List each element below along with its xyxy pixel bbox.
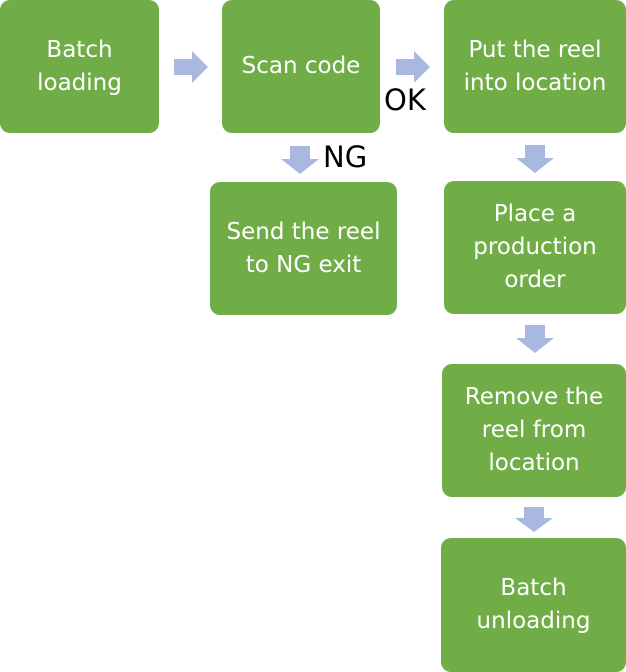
node-place-production-order: Place a production order (444, 181, 626, 314)
arrow-down-icon (516, 325, 554, 353)
arrow-right-icon (396, 51, 430, 83)
node-batch-unloading: Batch unloading (441, 538, 626, 672)
node-label: Remove the reel from location (464, 384, 604, 476)
arrow-right-icon (174, 51, 208, 83)
node-put-reel-into-location: Put the reel into location (444, 0, 626, 133)
node-scan-code: Scan code (222, 0, 380, 133)
arrow-down-icon (281, 146, 319, 174)
node-label: Batch unloading (476, 575, 591, 634)
node-label: Scan code (241, 53, 361, 79)
node-label: Batch loading (37, 36, 122, 96)
edge-label-ng: NG (323, 140, 368, 174)
node-batch-loading: Batch loading (0, 0, 159, 133)
node-label: Place a production order (473, 201, 597, 293)
edge-label-ok: OK (384, 83, 426, 117)
node-label: Send the reel to NG exit (226, 218, 381, 278)
node-send-reel-to-ng-exit: Send the reel to NG exit (210, 182, 397, 315)
arrow-down-icon (516, 145, 554, 173)
arrow-down-icon (515, 507, 553, 532)
node-remove-reel-from-location: Remove the reel from location (442, 364, 626, 497)
node-label: Put the reel into location (463, 36, 607, 96)
